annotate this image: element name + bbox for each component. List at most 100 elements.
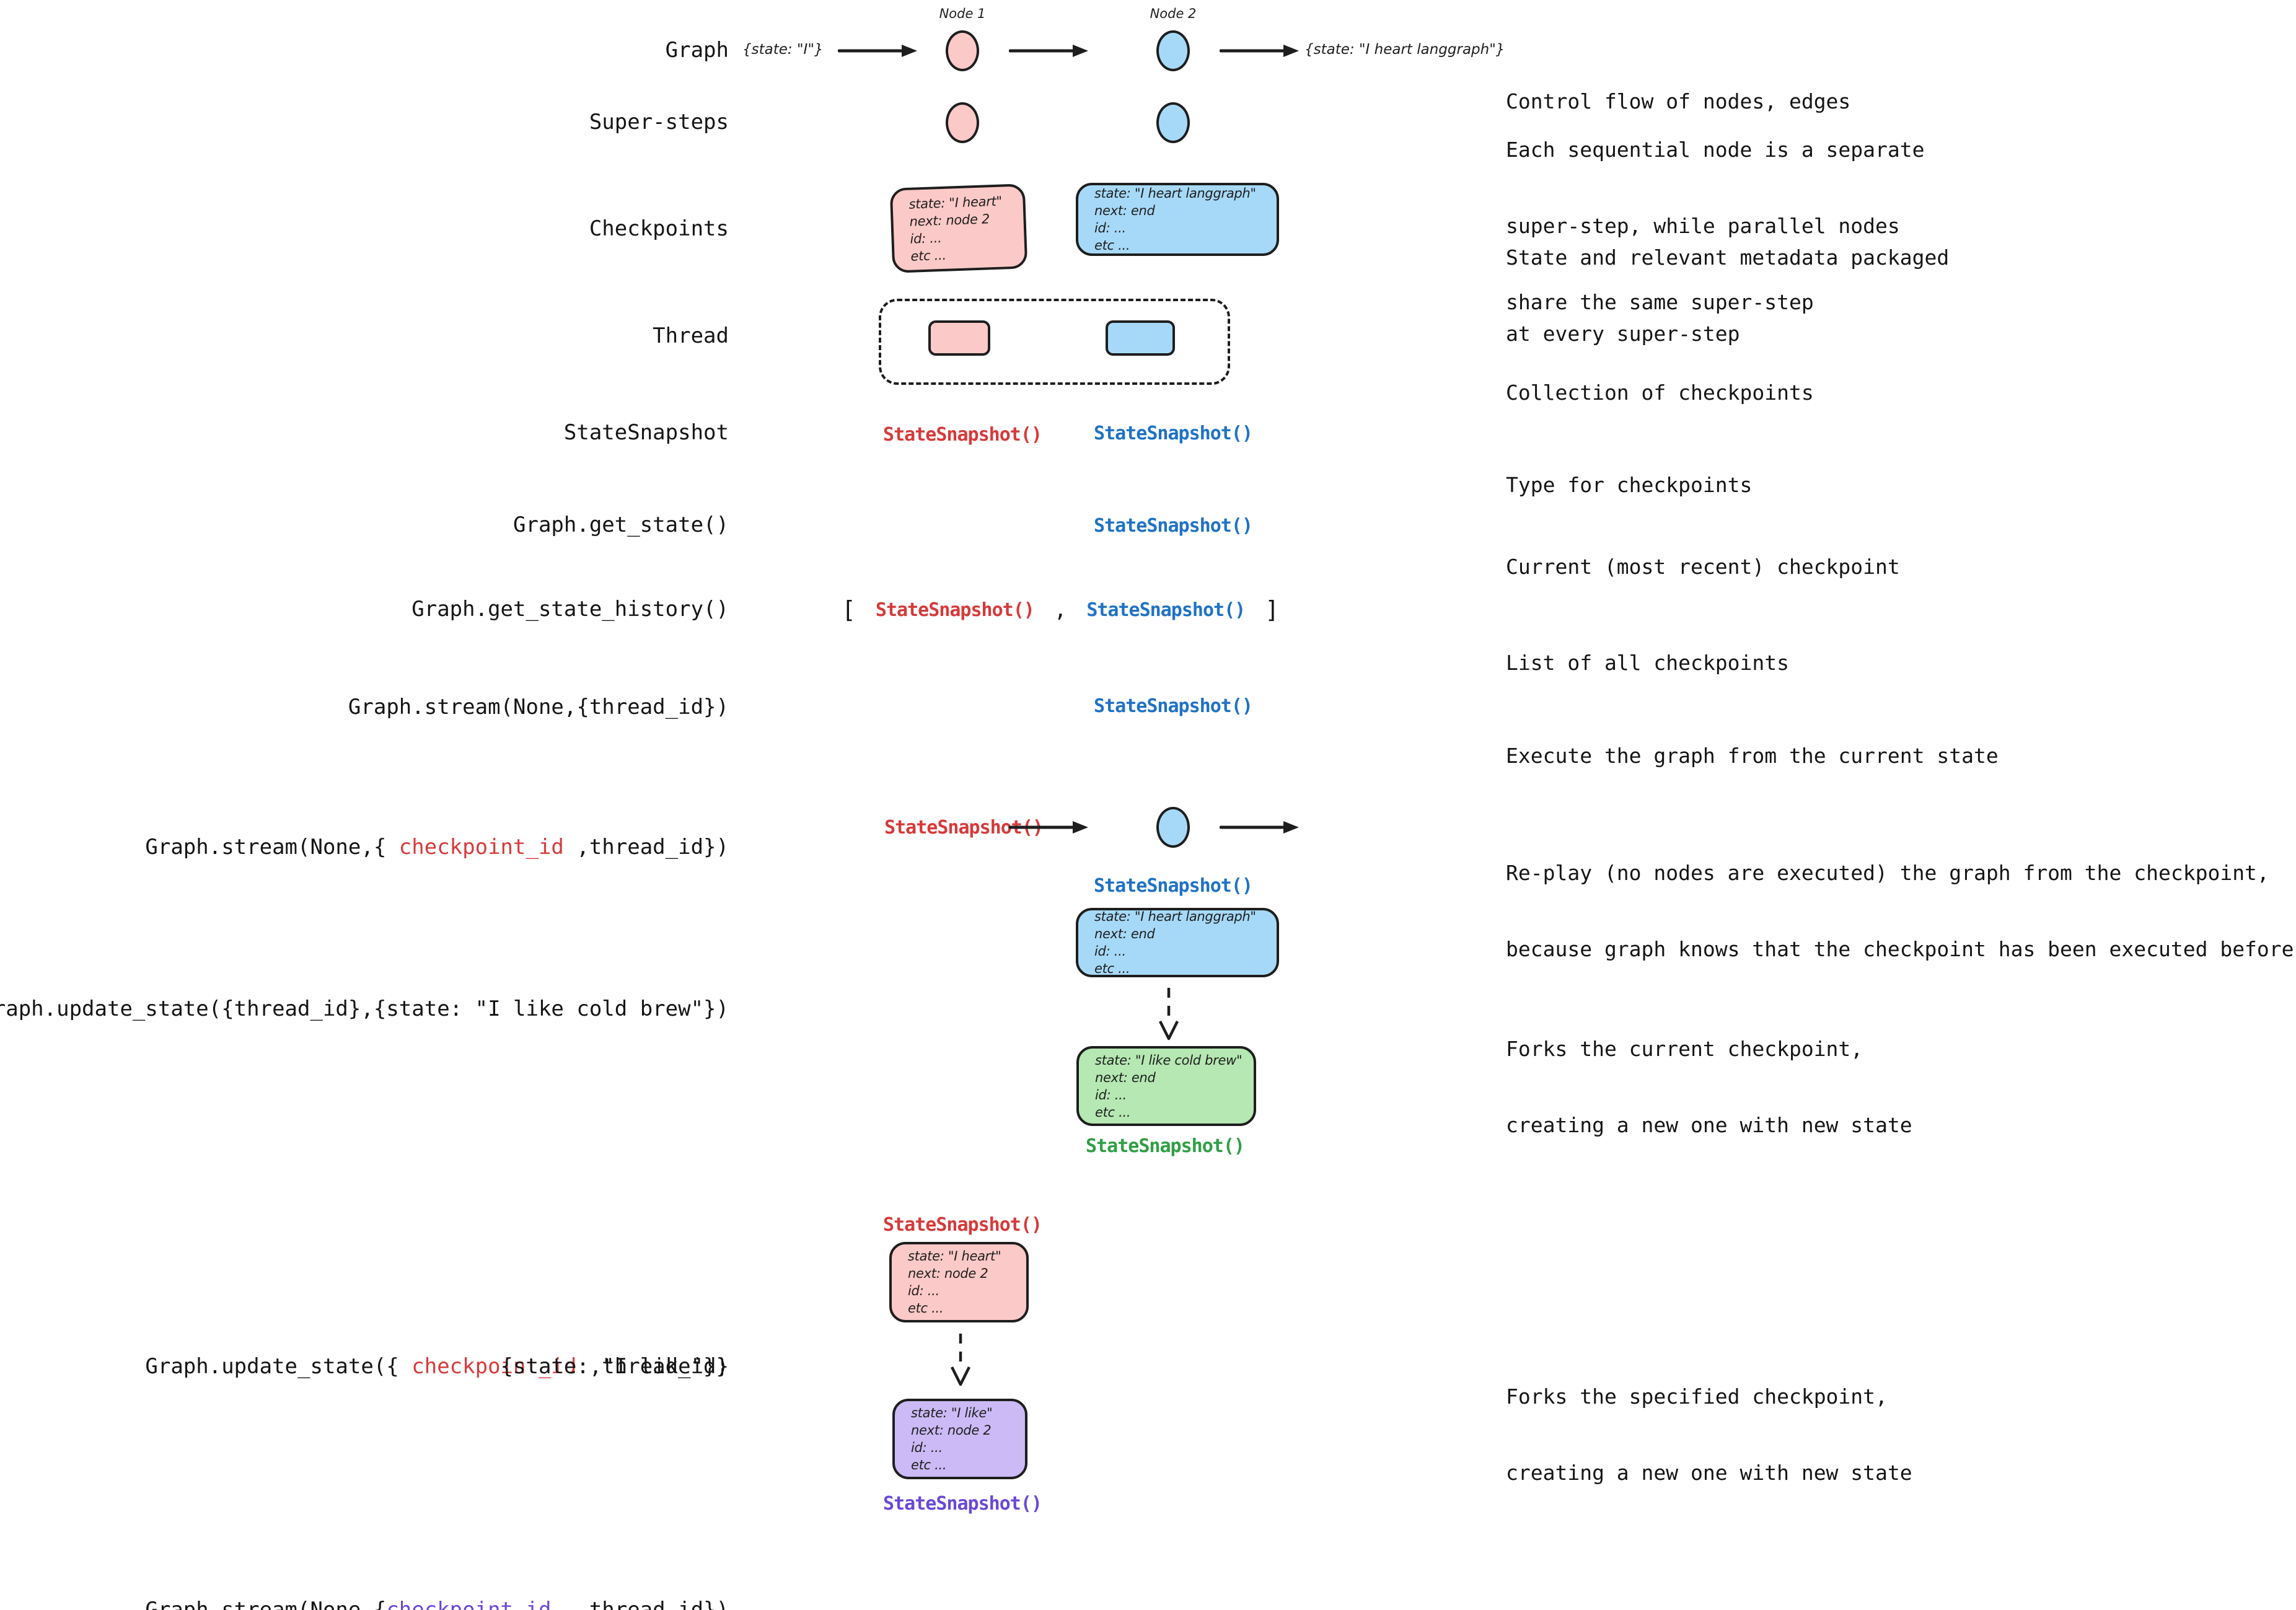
fork-current-box-green: state: "I like cold brew" next: end id: … — [1076, 1046, 1256, 1126]
checkpoint-line: state: "I heart langgraph" — [1094, 186, 1256, 201]
label-segment: Graph.stream(None,{ — [145, 1598, 387, 1610]
checkpoint-line: next: end — [1095, 1070, 1156, 1085]
label-checkpoint-id: checkpoint_id — [398, 835, 564, 860]
thread-checkpoint-pink — [928, 320, 990, 356]
arrow-right-icon — [1009, 45, 1088, 57]
checkpoint-line: etc ... — [911, 1458, 947, 1472]
desc-line: Re-play (no nodes are executed) the grap… — [1506, 861, 2269, 885]
thread-dashed-box — [879, 299, 1230, 385]
desc-replay: Re-play (no nodes are executed) the grap… — [1506, 809, 2294, 1013]
desc-line: Current (most recent) checkpoint — [1506, 555, 1900, 579]
fork-specified-call-purple: StateSnapshot() — [883, 1493, 1042, 1515]
arrow-right-icon — [1220, 821, 1299, 834]
desc-stream-current: Execute the graph from the current state — [1506, 692, 1999, 819]
checkpoint-line: next: end — [1094, 926, 1155, 941]
desc-line: Control flow of nodes, edges — [1506, 89, 1851, 113]
fork-specified-box-purple: state: "I like" next: node 2 id: ... etc… — [892, 1399, 1027, 1479]
checkpoint-line: id: ... — [1095, 1087, 1127, 1102]
desc-line: super-step, while parallel nodes — [1506, 214, 1900, 238]
desc-thread: Collection of checkpoints — [1506, 329, 1814, 456]
label-statesnapshot: StateSnapshot — [563, 420, 729, 445]
checkpoint-box-blue: state: "I heart langgraph" next: end id:… — [1076, 183, 1279, 256]
checkpoint-line: state: "I heart" — [908, 1249, 1001, 1264]
desc-line: at every super-step — [1506, 322, 1740, 346]
label-fork-current: Graph.update_state({thread_id},{state: "… — [0, 996, 729, 1021]
checkpoint-list: [ StateSnapshot() , StateSnapshot() ] — [842, 594, 1279, 626]
checkpoint-line: state: "I like" — [911, 1405, 993, 1420]
bracket-close: ] — [1265, 596, 1280, 623]
checkpoint-line: id: ... — [911, 1440, 943, 1455]
label-fork-specified-line1: Graph.update_state({ checkpoint_id ,thre… — [94, 1329, 729, 1405]
desc-get-state: Current (most recent) checkpoint — [1506, 503, 1900, 630]
desc-supersteps: Each sequential node is a separate super… — [1506, 86, 1925, 366]
desc-line: Re-invoke the graph from the forked chec… — [1506, 1606, 2134, 1610]
checkpoint-line: id: ... — [908, 1283, 939, 1298]
fork-specified-box-pink: state: "I heart" next: node 2 id: ... et… — [889, 1242, 1029, 1322]
replay-node-circle — [1156, 807, 1190, 848]
history-call-blue: StateSnapshot() — [1086, 599, 1246, 621]
bracket-open: [ — [842, 596, 856, 623]
checkpoint-line: state: "I heart langgraph" — [1094, 909, 1256, 924]
arrow-right-icon — [1009, 821, 1088, 834]
desc-reinvoke: Re-invoke the graph from the forked chec… — [1506, 1555, 2134, 1610]
superstep-node1-circle — [946, 102, 979, 143]
label-stream-current: Graph.stream(None,{thread_id}) — [348, 695, 729, 719]
stream-current-call-blue: StateSnapshot() — [1094, 695, 1253, 717]
superstep-node2-circle — [1156, 102, 1190, 143]
get-state-call-blue: StateSnapshot() — [1094, 515, 1253, 537]
desc-line: Forks the current checkpoint, — [1506, 1037, 1863, 1061]
desc-statesnapshot: Type for checkpoints — [1506, 421, 1752, 548]
statesnapshot-call-blue: StateSnapshot() — [1094, 423, 1253, 444]
label-segment: ,thread_id}) — [563, 835, 729, 860]
comma: , — [1053, 597, 1067, 622]
desc-line: Collection of checkpoints — [1506, 381, 1814, 405]
node1-circle — [946, 30, 979, 71]
checkpoint-box-pink: state: "I heart" next: node 2 id: ... et… — [889, 183, 1028, 273]
checkpoint-line: etc ... — [1094, 238, 1130, 253]
desc-graph: Control flow of nodes, edges — [1506, 38, 1850, 165]
fork-current-call-blue: StateSnapshot() — [1094, 875, 1253, 897]
checkpoint-line: etc ... — [1094, 961, 1130, 976]
fork-current-call-green: StateSnapshot() — [1086, 1135, 1245, 1157]
label-segment: Graph.stream(None,{ — [145, 835, 399, 860]
label-segment: Graph.update_state({ — [145, 1354, 412, 1379]
label-thread: Thread — [653, 323, 729, 348]
label-reinvoke: Graph.stream(None,{checkpoint_id ,thread… — [94, 1572, 729, 1610]
desc-line: share the same super-step — [1506, 290, 1814, 314]
arrow-right-icon — [838, 45, 917, 57]
node2-circle — [1156, 30, 1190, 71]
graph-input-state-text: {state: "I"} — [742, 42, 824, 58]
desc-fork-current: Forks the current checkpoint, creating a… — [1506, 985, 1912, 1189]
history-call-red: StateSnapshot() — [875, 599, 1035, 621]
label-supersteps: Super-steps — [589, 110, 729, 134]
desc-get-state-history: List of all checkpoints — [1506, 599, 1789, 726]
checkpoint-line: next: node 2 — [911, 1423, 992, 1438]
desc-line: creating a new one with new state — [1506, 1113, 1912, 1137]
checkpoint-line: etc ... — [908, 1301, 944, 1316]
checkpoint-line: id: ... — [1094, 944, 1126, 959]
arrow-down-dashed-icon — [950, 1334, 971, 1386]
desc-line: State and relevant metadata packaged — [1506, 245, 1950, 270]
desc-line: creating a new one with new state — [1506, 1461, 1912, 1485]
statesnapshot-call-red: StateSnapshot() — [883, 424, 1042, 446]
arrow-down-dashed-icon — [1158, 988, 1179, 1040]
desc-line: Each sequential node is a separate — [1506, 138, 1925, 162]
label-replay: Graph.stream(None,{ checkpoint_id ,threa… — [94, 809, 729, 886]
checkpoint-line: etc ... — [1095, 1104, 1131, 1120]
node2-label: Node 2 — [1150, 6, 1197, 21]
checkpoint-line: etc ... — [910, 247, 947, 264]
label-segment: ,thread_id} — [576, 1354, 729, 1379]
label-checkpoints: Checkpoints — [589, 216, 729, 241]
thread-checkpoint-blue — [1106, 320, 1175, 356]
label-get-state: Graph.get_state() — [513, 512, 729, 537]
checkpoint-line: state: "I like cold brew" — [1095, 1052, 1243, 1068]
label-get-state-history: Graph.get_state_history() — [411, 597, 729, 622]
label-fork-specified-line2: {state: "I like"}) — [500, 1354, 729, 1379]
checkpoint-line: next: node 2 — [908, 1266, 988, 1281]
graph-output-state-text: {state: "I heart langgraph"} — [1304, 42, 1505, 58]
label-checkpoint-id: checkpoint_id — [411, 1354, 577, 1379]
checkpoint-line: id: ... — [1094, 221, 1126, 235]
desc-line: Execute the graph from the current state — [1506, 744, 1999, 768]
desc-checkpoints: State and relevant metadata packaged at … — [1506, 194, 1949, 397]
